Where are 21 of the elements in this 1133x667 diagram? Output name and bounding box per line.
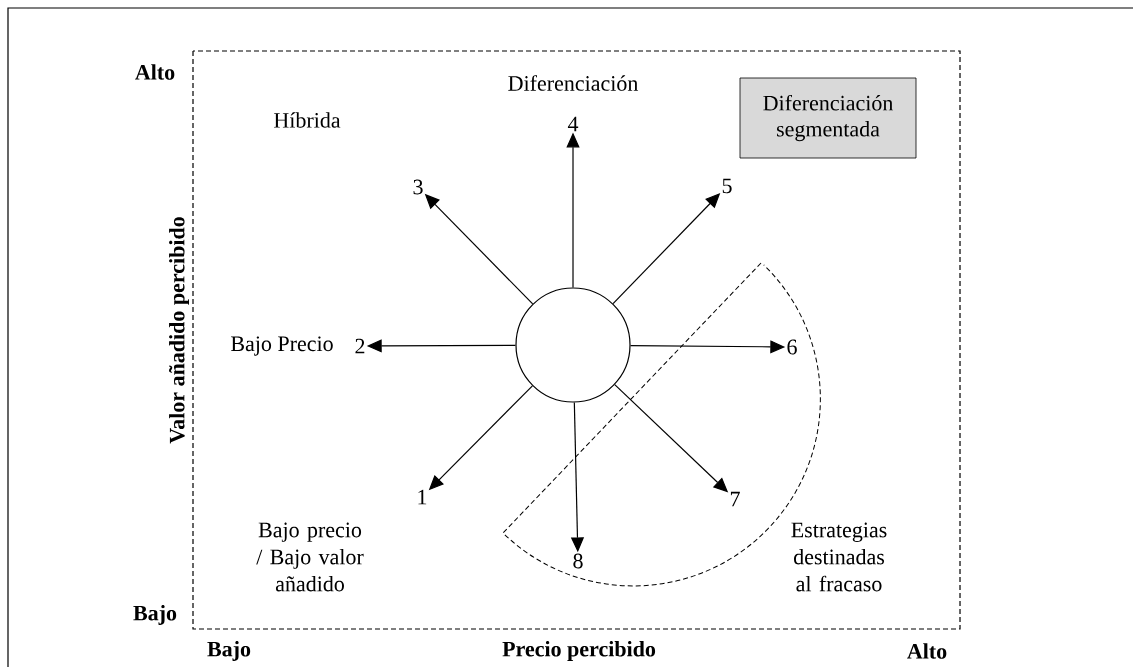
strategy-box: Diferenciación segmentada <box>739 77 917 159</box>
strategy-number: 1 <box>418 489 427 505</box>
axis-label: Alto <box>907 643 947 659</box>
axis-label: Precio percibido <box>502 641 656 661</box>
strategy-label: Bajo Precio <box>231 336 333 356</box>
axis-title: Valor añadido percibido <box>169 217 189 444</box>
strategy-number: 4 <box>567 116 579 132</box>
axis-label: Bajo <box>133 605 177 625</box>
strategy-label: Híbrida <box>274 112 341 128</box>
strategy-number: 2 <box>355 338 365 354</box>
strategy-number: 6 <box>787 339 797 355</box>
axis-label: Bajo <box>207 641 251 661</box>
strategy-number: 7 <box>730 491 740 507</box>
strategy-number: 3 <box>413 179 423 195</box>
axis-label: Alto <box>135 64 175 80</box>
strategy-label: Estrategias destinadas al fracaso <box>791 522 887 592</box>
strategy-number: 8 <box>573 553 583 569</box>
strategy-number: 5 <box>722 178 732 194</box>
strategy-label: Diferenciación <box>508 75 639 91</box>
strategy-label: Bajo precio / Bajo valor añadido <box>256 522 364 592</box>
clock-circle <box>515 287 631 403</box>
